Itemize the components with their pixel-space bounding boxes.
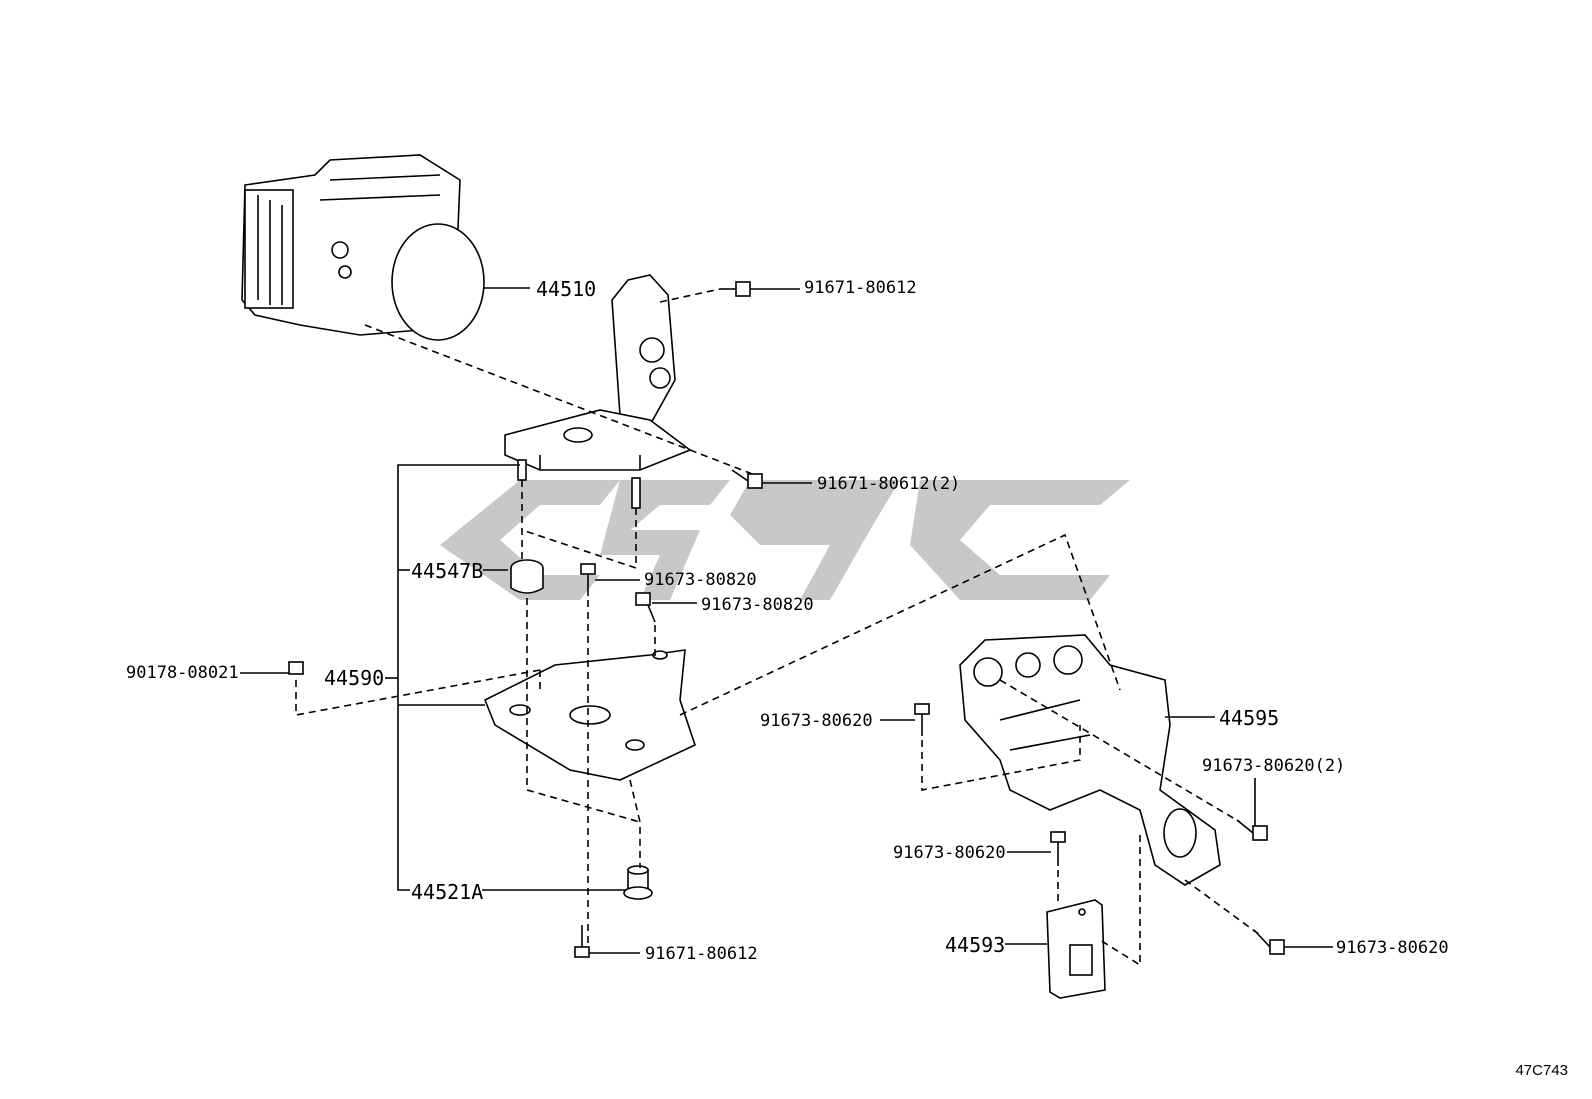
bolts [288, 281, 1285, 958]
part-label-91673-80620-b: 91673-80620 [893, 843, 1006, 863]
part-label-90178-08021: 90178-08021 [126, 663, 239, 683]
part-label-44590: 44590 [324, 666, 385, 690]
part-label-44521a: 44521A [411, 880, 484, 904]
diagram-code: 47C743 [1515, 1062, 1568, 1079]
collar-44521a [623, 865, 653, 900]
part-label-91671-80612-bottom: 91671-80612 [645, 944, 758, 964]
grommet-44547b [510, 559, 544, 594]
part-label-44595: 44595 [1219, 706, 1280, 730]
part-label-91673-80620-c: 91673-80620 [1336, 938, 1449, 958]
part-label-91673-80820-b: 91673-80820 [701, 595, 814, 615]
lower-plate [483, 649, 696, 781]
part-label-91673-80620-a: 91673-80620 [760, 711, 873, 731]
part-label-91673-80620-2: 91673-80620(2) [1202, 756, 1346, 776]
part-label-91671-80612-top: 91671-80612 [804, 278, 917, 298]
part-label-91671-80612-2: 91671-80612(2) [817, 474, 961, 494]
part-label-44510: 44510 [536, 277, 597, 301]
leader-lines [240, 287, 1333, 954]
right-bracket [959, 634, 1221, 886]
abs-actuator [241, 154, 485, 341]
upper-bracket [504, 274, 692, 509]
bracket-44593 [1046, 899, 1106, 999]
part-label-91673-80820-a: 91673-80820 [644, 570, 757, 590]
dashed-guides [295, 288, 1261, 967]
part-label-44547b: 44547B [411, 559, 484, 583]
part-label-44593: 44593 [945, 933, 1006, 957]
